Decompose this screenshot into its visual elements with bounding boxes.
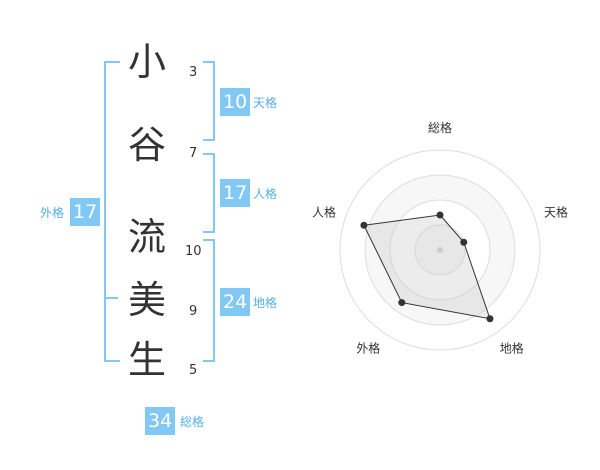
name-char-3: 流 xyxy=(127,215,166,259)
radar-point-5 xyxy=(360,221,368,229)
chikaku-bracket xyxy=(203,239,215,362)
tenkaku-label: 天格 xyxy=(253,96,278,110)
name-char-5: 生 xyxy=(127,338,166,382)
radar-point-3 xyxy=(486,315,494,323)
tenkaku-value-badge: 10 xyxy=(220,88,251,116)
radar-axis-label-2: 天格 xyxy=(544,204,568,219)
radar-axis-label-1: 総格 xyxy=(428,120,452,135)
stroke-count-3: 10 xyxy=(185,244,202,259)
radar-center xyxy=(437,247,443,253)
chikaku-label: 地格 xyxy=(253,296,278,310)
jinkaku-value-badge: 17 xyxy=(220,179,251,207)
stroke-count-5: 5 xyxy=(189,363,198,378)
tenkaku-bracket xyxy=(203,61,215,141)
name-char-1: 小 xyxy=(127,40,166,84)
radar-axis-label-4: 外格 xyxy=(356,341,380,356)
stroke-count-2: 7 xyxy=(189,146,198,161)
gaikaku-value-badge: 17 xyxy=(70,198,101,226)
radar-point-4 xyxy=(398,299,406,307)
gaikaku-bracket xyxy=(104,61,120,362)
soukaku-value-badge: 34 xyxy=(145,407,176,435)
radar-point-2 xyxy=(460,238,468,246)
jinkaku-bracket xyxy=(203,153,215,233)
radar-axis-label-3: 地格 xyxy=(500,341,524,356)
gaikaku-bracket-divider xyxy=(104,297,118,299)
name-char-2: 谷 xyxy=(127,123,166,167)
radar-polygon xyxy=(363,214,491,320)
soukaku-label: 総格 xyxy=(180,415,205,429)
jinkaku-label: 人格 xyxy=(253,187,278,201)
radar-axis-label-5: 人格 xyxy=(312,204,336,219)
chikaku-value-badge: 24 xyxy=(220,288,251,316)
stroke-count-1: 3 xyxy=(189,65,198,80)
name-char-4: 美 xyxy=(127,278,166,322)
radar-point-1 xyxy=(436,211,444,219)
gaikaku-label: 外格 xyxy=(40,206,65,220)
stroke-count-4: 9 xyxy=(189,304,198,319)
